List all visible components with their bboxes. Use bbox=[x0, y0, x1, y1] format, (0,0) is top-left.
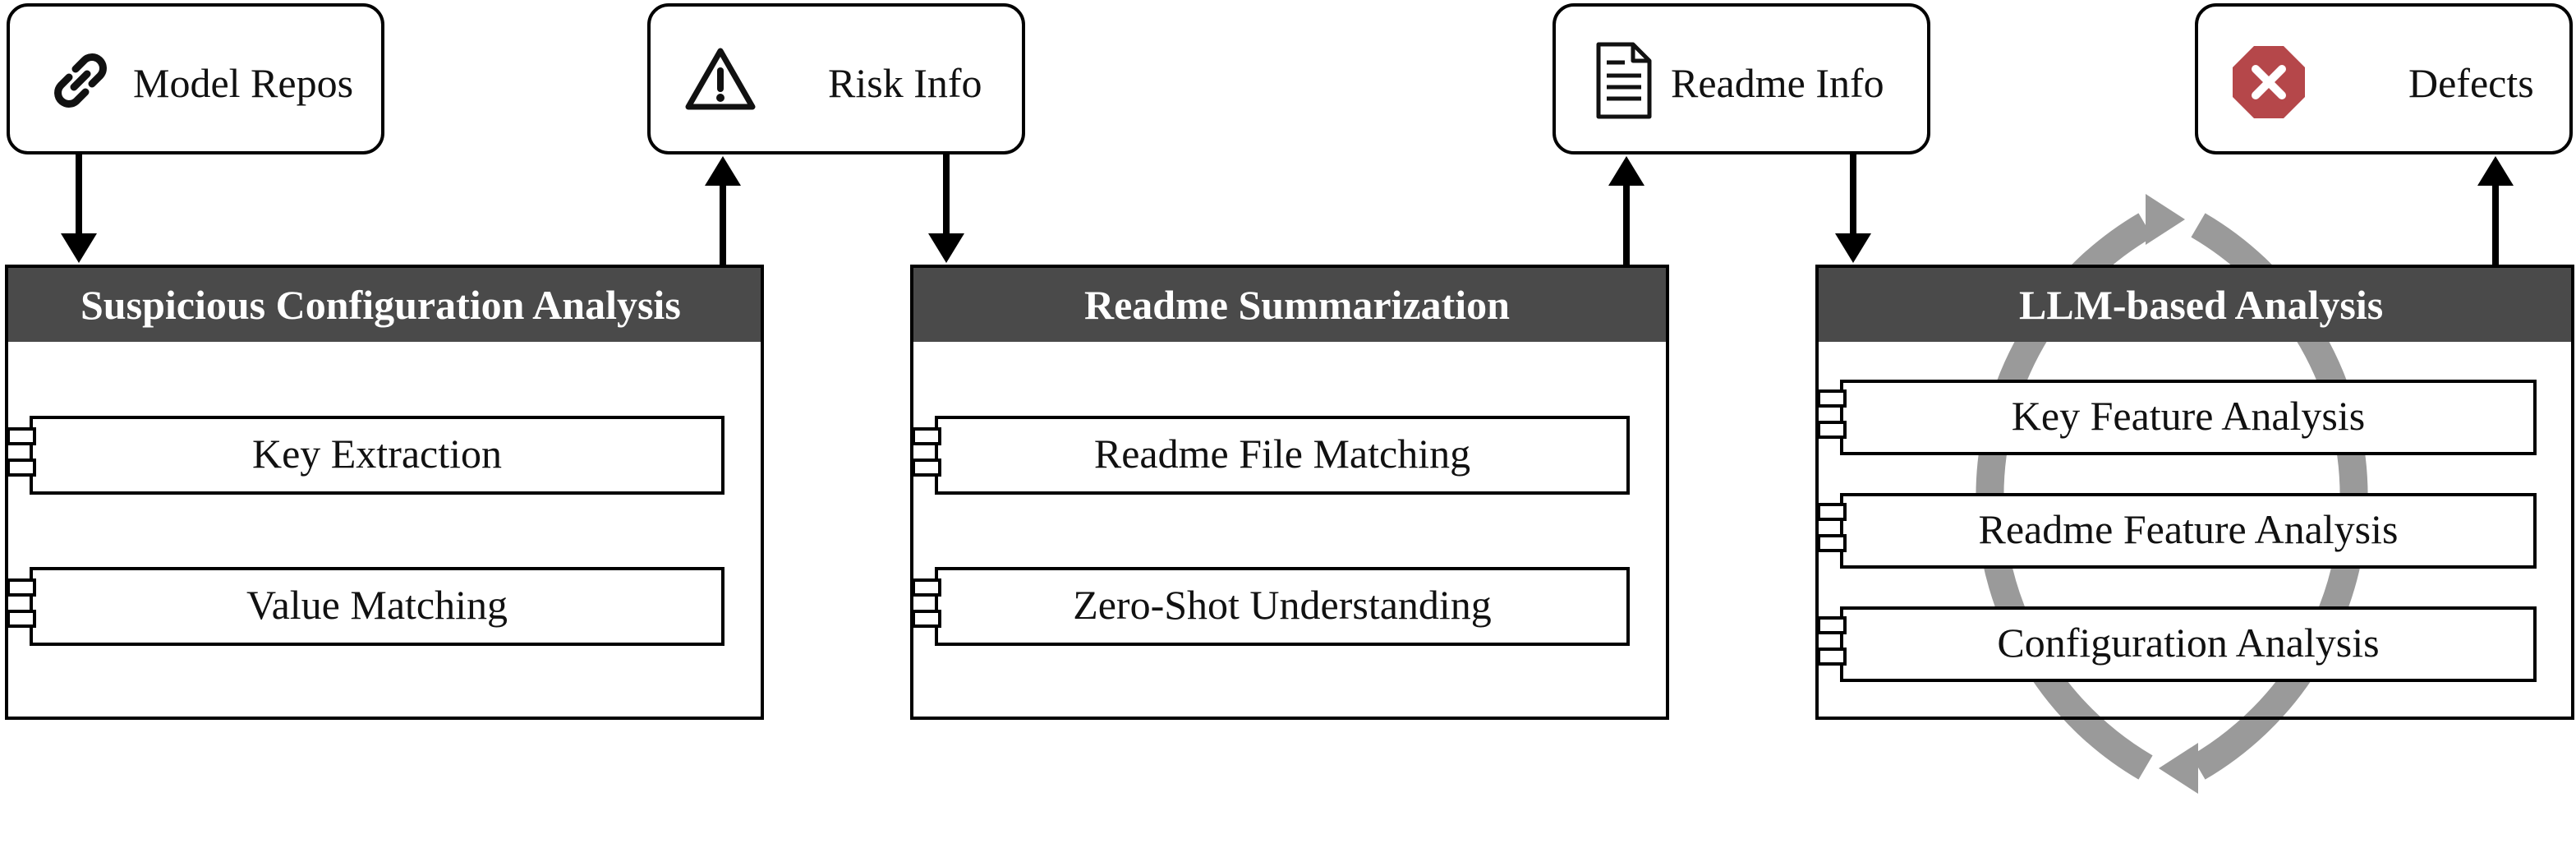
arrowhead-config-to-risk bbox=[705, 156, 741, 186]
component-port-icon bbox=[7, 459, 36, 477]
value-matching-component: Value Matching bbox=[30, 567, 724, 646]
cycle-arrowhead-top bbox=[2146, 194, 2185, 245]
error-stop-icon bbox=[2233, 46, 2305, 118]
component-port-icon bbox=[7, 610, 36, 628]
readme-file-matching-component: Readme File Matching bbox=[935, 416, 1630, 495]
model-repos-box: Model Repos bbox=[7, 3, 384, 154]
arrowhead-readme-to-info bbox=[1608, 156, 1644, 186]
llm-analysis-title-text: LLM-based Analysis bbox=[2019, 282, 2384, 328]
component-port-icon bbox=[912, 610, 941, 628]
component-port-icon bbox=[912, 427, 941, 445]
llm-analysis-panel: LLM-based Analysis bbox=[1815, 265, 2574, 720]
key-extraction-component: Key Extraction bbox=[30, 416, 724, 495]
zero-shot-understanding-component: Zero-Shot Understanding bbox=[935, 567, 1630, 646]
component-port-icon bbox=[7, 427, 36, 445]
risk-info-label: Risk Info bbox=[828, 60, 982, 106]
component-port-icon bbox=[1817, 648, 1847, 666]
risk-info-box: Risk Info bbox=[647, 3, 1025, 154]
arrowhead-llm-to-defects bbox=[2477, 156, 2514, 186]
document-icon bbox=[1596, 42, 1652, 119]
readme-info-label: Readme Info bbox=[1671, 60, 1884, 106]
readme-summarization-title-text: Readme Summarization bbox=[1084, 282, 1510, 328]
arrowhead-repos-to-config bbox=[61, 233, 97, 263]
arrowhead-info-to-llm bbox=[1835, 233, 1871, 263]
warning-icon bbox=[685, 48, 756, 110]
readme-feature-analysis-component: Readme Feature Analysis bbox=[1840, 493, 2537, 569]
link-icon bbox=[54, 53, 107, 108]
config-analysis-title: Suspicious Configuration Analysis bbox=[8, 268, 761, 342]
component-port-icon bbox=[1817, 421, 1847, 439]
component-port-icon bbox=[1817, 534, 1847, 552]
component-port-icon bbox=[1817, 616, 1847, 634]
config-analysis-panel: Suspicious Configuration Analysis bbox=[5, 265, 764, 720]
cycle-arrowhead-bottom bbox=[2159, 743, 2198, 794]
arrowhead-risk-to-readme bbox=[928, 233, 964, 263]
readme-summarization-title: Readme Summarization bbox=[913, 268, 1666, 342]
defects-label: Defects bbox=[2408, 60, 2534, 106]
component-port-icon bbox=[912, 578, 941, 597]
config-analysis-title-text: Suspicious Configuration Analysis bbox=[80, 282, 681, 328]
component-port-icon bbox=[7, 578, 36, 597]
readme-info-box: Readme Info bbox=[1552, 3, 1930, 154]
component-port-icon bbox=[1817, 389, 1847, 408]
readme-summarization-panel: Readme Summarization bbox=[910, 265, 1669, 720]
model-repos-label: Model Repos bbox=[133, 60, 354, 106]
configuration-analysis-component: Configuration Analysis bbox=[1840, 606, 2537, 682]
component-port-icon bbox=[912, 459, 941, 477]
key-feature-analysis-component: Key Feature Analysis bbox=[1840, 380, 2537, 455]
defects-box: Defects bbox=[2195, 3, 2573, 154]
llm-analysis-title: LLM-based Analysis bbox=[1819, 268, 2571, 342]
component-port-icon bbox=[1817, 503, 1847, 521]
